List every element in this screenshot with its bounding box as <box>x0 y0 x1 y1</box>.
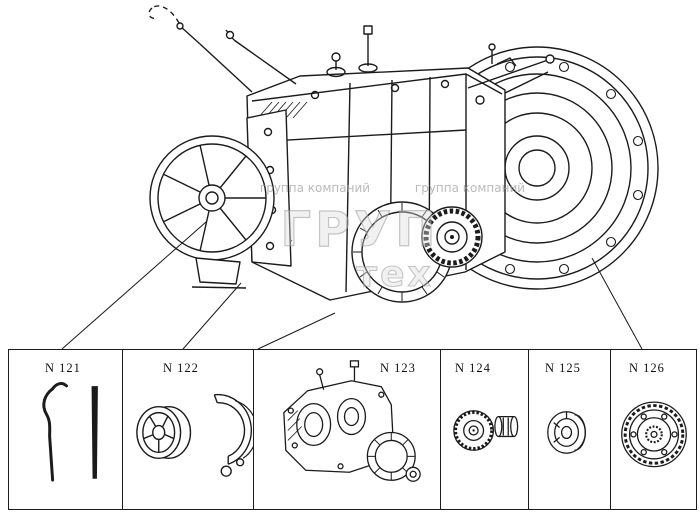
watermark-large-text: тех <box>356 254 434 295</box>
part-drawing-gear-and-coupling <box>453 410 519 451</box>
part-label-n125: N 125 <box>545 361 581 375</box>
panel-n124: N 124 <box>441 350 529 509</box>
watermark-small-text: группа компаний <box>415 181 525 195</box>
part-label-n126: N 126 <box>629 361 665 375</box>
watermark-large-text: ГРУП <box>281 202 440 258</box>
spoked-wheel <box>149 135 275 261</box>
part-label-n123: N 123 <box>380 361 416 375</box>
part-drawing-clutch-disc <box>621 401 687 468</box>
pto-module <box>351 201 483 303</box>
part-drawing-hub <box>547 411 586 454</box>
panel-n123: N 123 <box>254 350 441 509</box>
panel-n122: N 122 <box>123 350 254 509</box>
part-drawing-housing-assembly <box>283 360 421 482</box>
mounting-foot <box>191 257 247 289</box>
leader-lines <box>61 221 643 350</box>
module-ticks <box>353 203 451 301</box>
part-drawing-pulley-and-shoes <box>136 393 253 477</box>
part-label-n121: N 121 <box>45 361 81 375</box>
watermark-small-text: группа компаний <box>260 181 370 195</box>
parts-strip: N 121 <box>8 349 697 510</box>
part-drawing-rod-and-bar <box>42 382 98 482</box>
part-label-n124: N 124 <box>455 361 491 375</box>
part-label-n122: N 122 <box>163 361 199 375</box>
control-levers <box>148 5 297 93</box>
panel-n126: N 126 <box>611 350 696 509</box>
panel-n121: N 121 <box>9 350 123 509</box>
watermark: группа компаний группа компаний ГРУП тех <box>260 181 525 296</box>
assembly-drawing: группа компаний группа компаний ГРУП тех <box>61 5 659 350</box>
top-fittings <box>326 25 555 94</box>
panel-n125: N 125 <box>529 350 611 509</box>
